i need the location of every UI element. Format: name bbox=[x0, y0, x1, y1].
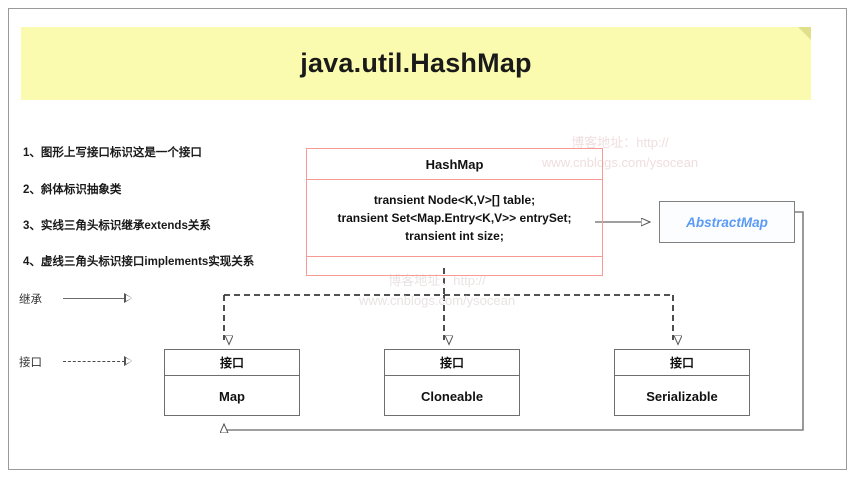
class-hashmap-field: transient Set<Map.Entry<K,V>> entrySet; bbox=[337, 210, 572, 225]
page-title: java.util.HashMap bbox=[300, 48, 532, 78]
legend-key-interface-label: 接口 bbox=[19, 357, 42, 369]
interface-map-name: Map bbox=[219, 388, 245, 404]
watermark-line-2: www.cnblogs.com/ysocean bbox=[359, 293, 516, 308]
legend-note-2: 2、斜体标识抽象类 bbox=[23, 184, 122, 196]
legend-note-1: 1、图形上写接口标识这是一个接口 bbox=[23, 147, 202, 159]
solid-line-icon bbox=[63, 298, 125, 299]
class-box-hashmap[interactable]: HashMap transient Node<K,V>[] table; tra… bbox=[306, 148, 603, 276]
class-box-abstractmap[interactable]: AbstractMap bbox=[659, 201, 795, 243]
interface-cloneable-header: 接口 bbox=[385, 350, 519, 376]
class-hashmap-field: transient Node<K,V>[] table; bbox=[373, 192, 536, 207]
legend-key-inheritance-label: 继承 bbox=[19, 294, 42, 306]
corner-fold-icon bbox=[798, 27, 811, 40]
class-hashmap-title-row: HashMap bbox=[307, 149, 602, 180]
legend-note-4: 4、虚线三角头标识接口implements实现关系 bbox=[23, 256, 255, 268]
class-hashmap-fields: transient Node<K,V>[] table; transient S… bbox=[307, 180, 602, 257]
class-abstractmap-name: AbstractMap bbox=[686, 214, 768, 230]
dashed-line-icon bbox=[63, 361, 125, 362]
interface-cloneable-name: Cloneable bbox=[420, 388, 484, 404]
interface-serializable-name: Serializable bbox=[646, 388, 718, 404]
interface-box-cloneable[interactable]: 接口 Cloneable bbox=[384, 349, 520, 416]
diagram-canvas: java.util.HashMap 1、图形上写接口标识这是一个接口 2、斜体标… bbox=[8, 8, 847, 470]
class-hashmap-name: HashMap bbox=[425, 156, 484, 172]
legend-note-3: 3、实线三角头标识继承extends关系 bbox=[23, 220, 211, 232]
interface-map-header: 接口 bbox=[165, 350, 299, 376]
title-banner: java.util.HashMap bbox=[21, 27, 811, 100]
interface-box-serializable[interactable]: 接口 Serializable bbox=[614, 349, 750, 416]
class-hashmap-field: transient int size; bbox=[405, 228, 504, 243]
watermark: 博客地址：http:// www.cnblogs.com/ysocean bbox=[359, 271, 515, 311]
hollow-arrowhead-icon bbox=[124, 293, 132, 303]
interface-box-map[interactable]: 接口 Map bbox=[164, 349, 300, 416]
class-hashmap-methods bbox=[307, 257, 602, 275]
interface-serializable-header: 接口 bbox=[615, 350, 749, 376]
hollow-arrowhead-icon bbox=[124, 356, 132, 366]
